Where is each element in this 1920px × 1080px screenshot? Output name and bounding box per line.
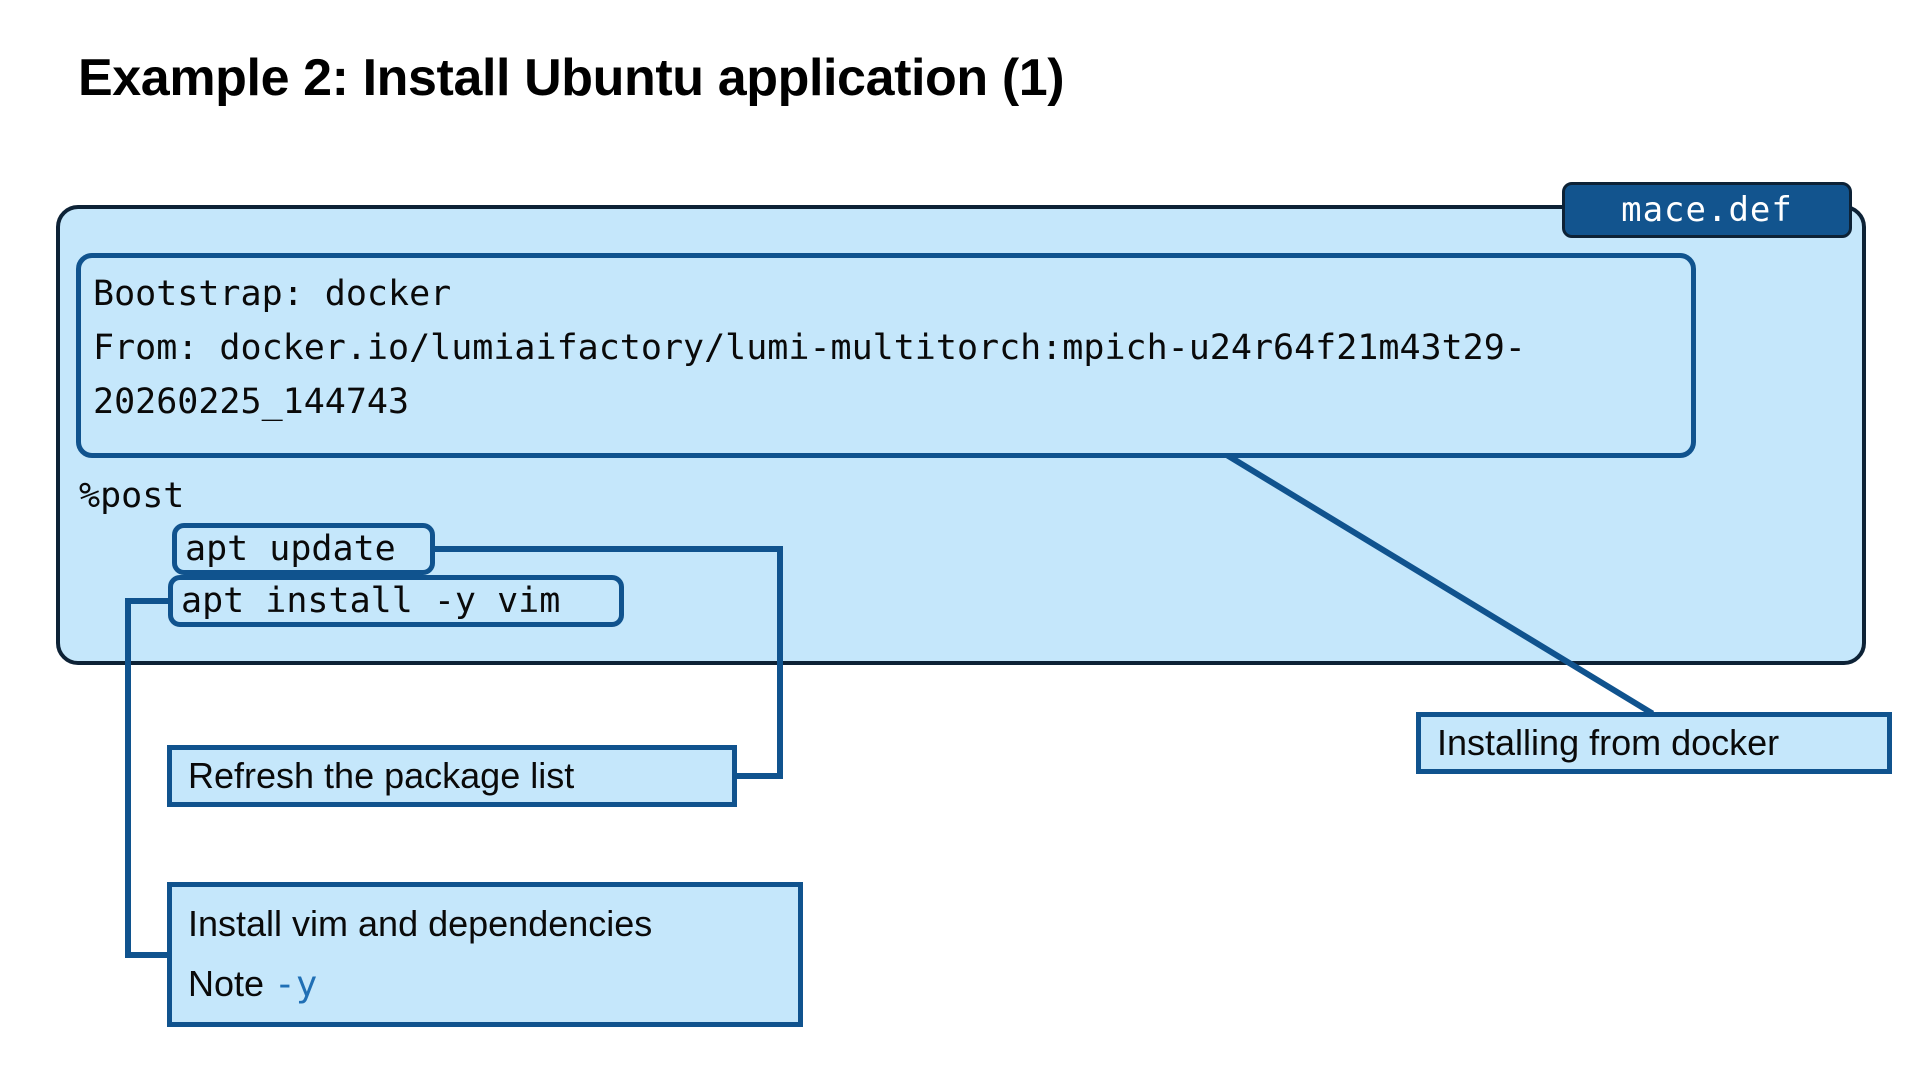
callout-install-vim: Install vim and dependencies Note -y [167, 882, 803, 1027]
callout-install-note: Note -y [188, 954, 782, 1015]
page-title: Example 2: Install Ubuntu application (1… [78, 49, 1065, 107]
command-apt-install: apt install -y vim [168, 575, 624, 627]
callout-refresh-package-list: Refresh the package list [167, 745, 737, 807]
post-section-label: %post [79, 476, 185, 516]
callout-install-note-flag: -y [274, 964, 318, 1005]
bootstrap-code-box: Bootstrap: docker From: docker.io/lumiai… [76, 253, 1696, 458]
callout-refresh-text: Refresh the package list [188, 755, 575, 796]
file-name-badge: mace.def [1562, 182, 1852, 238]
bootstrap-code-text: Bootstrap: docker From: docker.io/lumiai… [93, 274, 1526, 422]
command-apt-update: apt update [172, 523, 435, 575]
callout-install-note-prefix: Note [188, 963, 275, 1004]
callout-docker-text: Installing from docker [1437, 722, 1780, 763]
callout-installing-from-docker: Installing from docker [1416, 712, 1892, 774]
callout-install-line1: Install vim and dependencies [188, 903, 653, 944]
